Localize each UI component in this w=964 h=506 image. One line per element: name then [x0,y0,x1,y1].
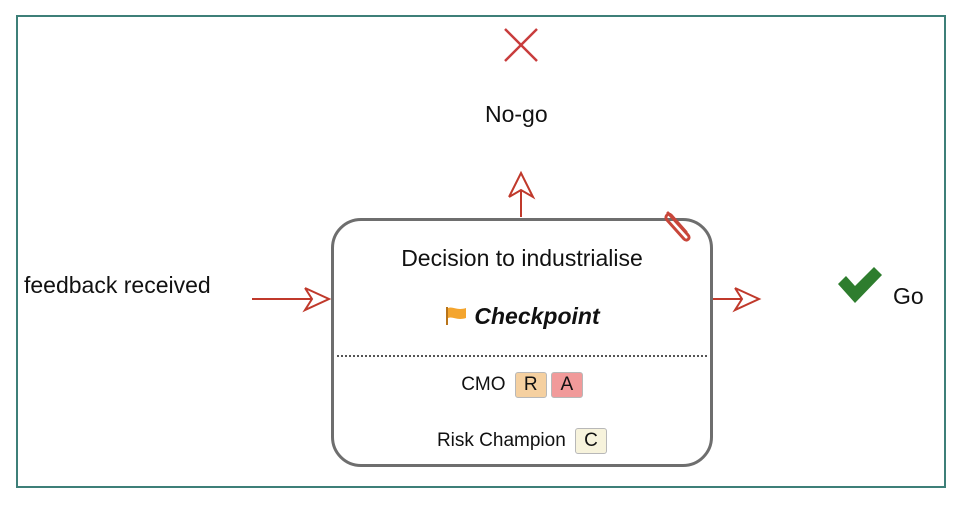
diagram-frame [16,15,946,488]
input-arrow [252,287,332,313]
input-event-label: feedback received [24,272,211,298]
role-row: Risk Champion C [334,428,710,454]
paperclip-icon[interactable] [662,205,696,243]
flag-icon [446,307,467,325]
node-title: Decision to industrialise [401,245,643,271]
check-icon [838,267,882,303]
raci-badge-r: R [514,372,547,398]
go-label: Go [893,283,924,309]
role-name: Risk Champion [436,430,566,451]
node-type-label: Checkpoint [474,303,600,329]
checkpoint-node[interactable]: Decision to industrialise Checkpoint CMO… [331,218,713,467]
nogo-label: No-go [485,101,548,127]
node-divider [337,355,707,357]
raci-badge-c: C [575,428,608,454]
raci-badge-a: A [550,372,583,398]
nogo-arrow [508,170,536,217]
node-type: Checkpoint [334,303,710,330]
cross-icon [504,28,538,62]
go-arrow [713,287,762,313]
role-name: CMO [461,374,506,395]
